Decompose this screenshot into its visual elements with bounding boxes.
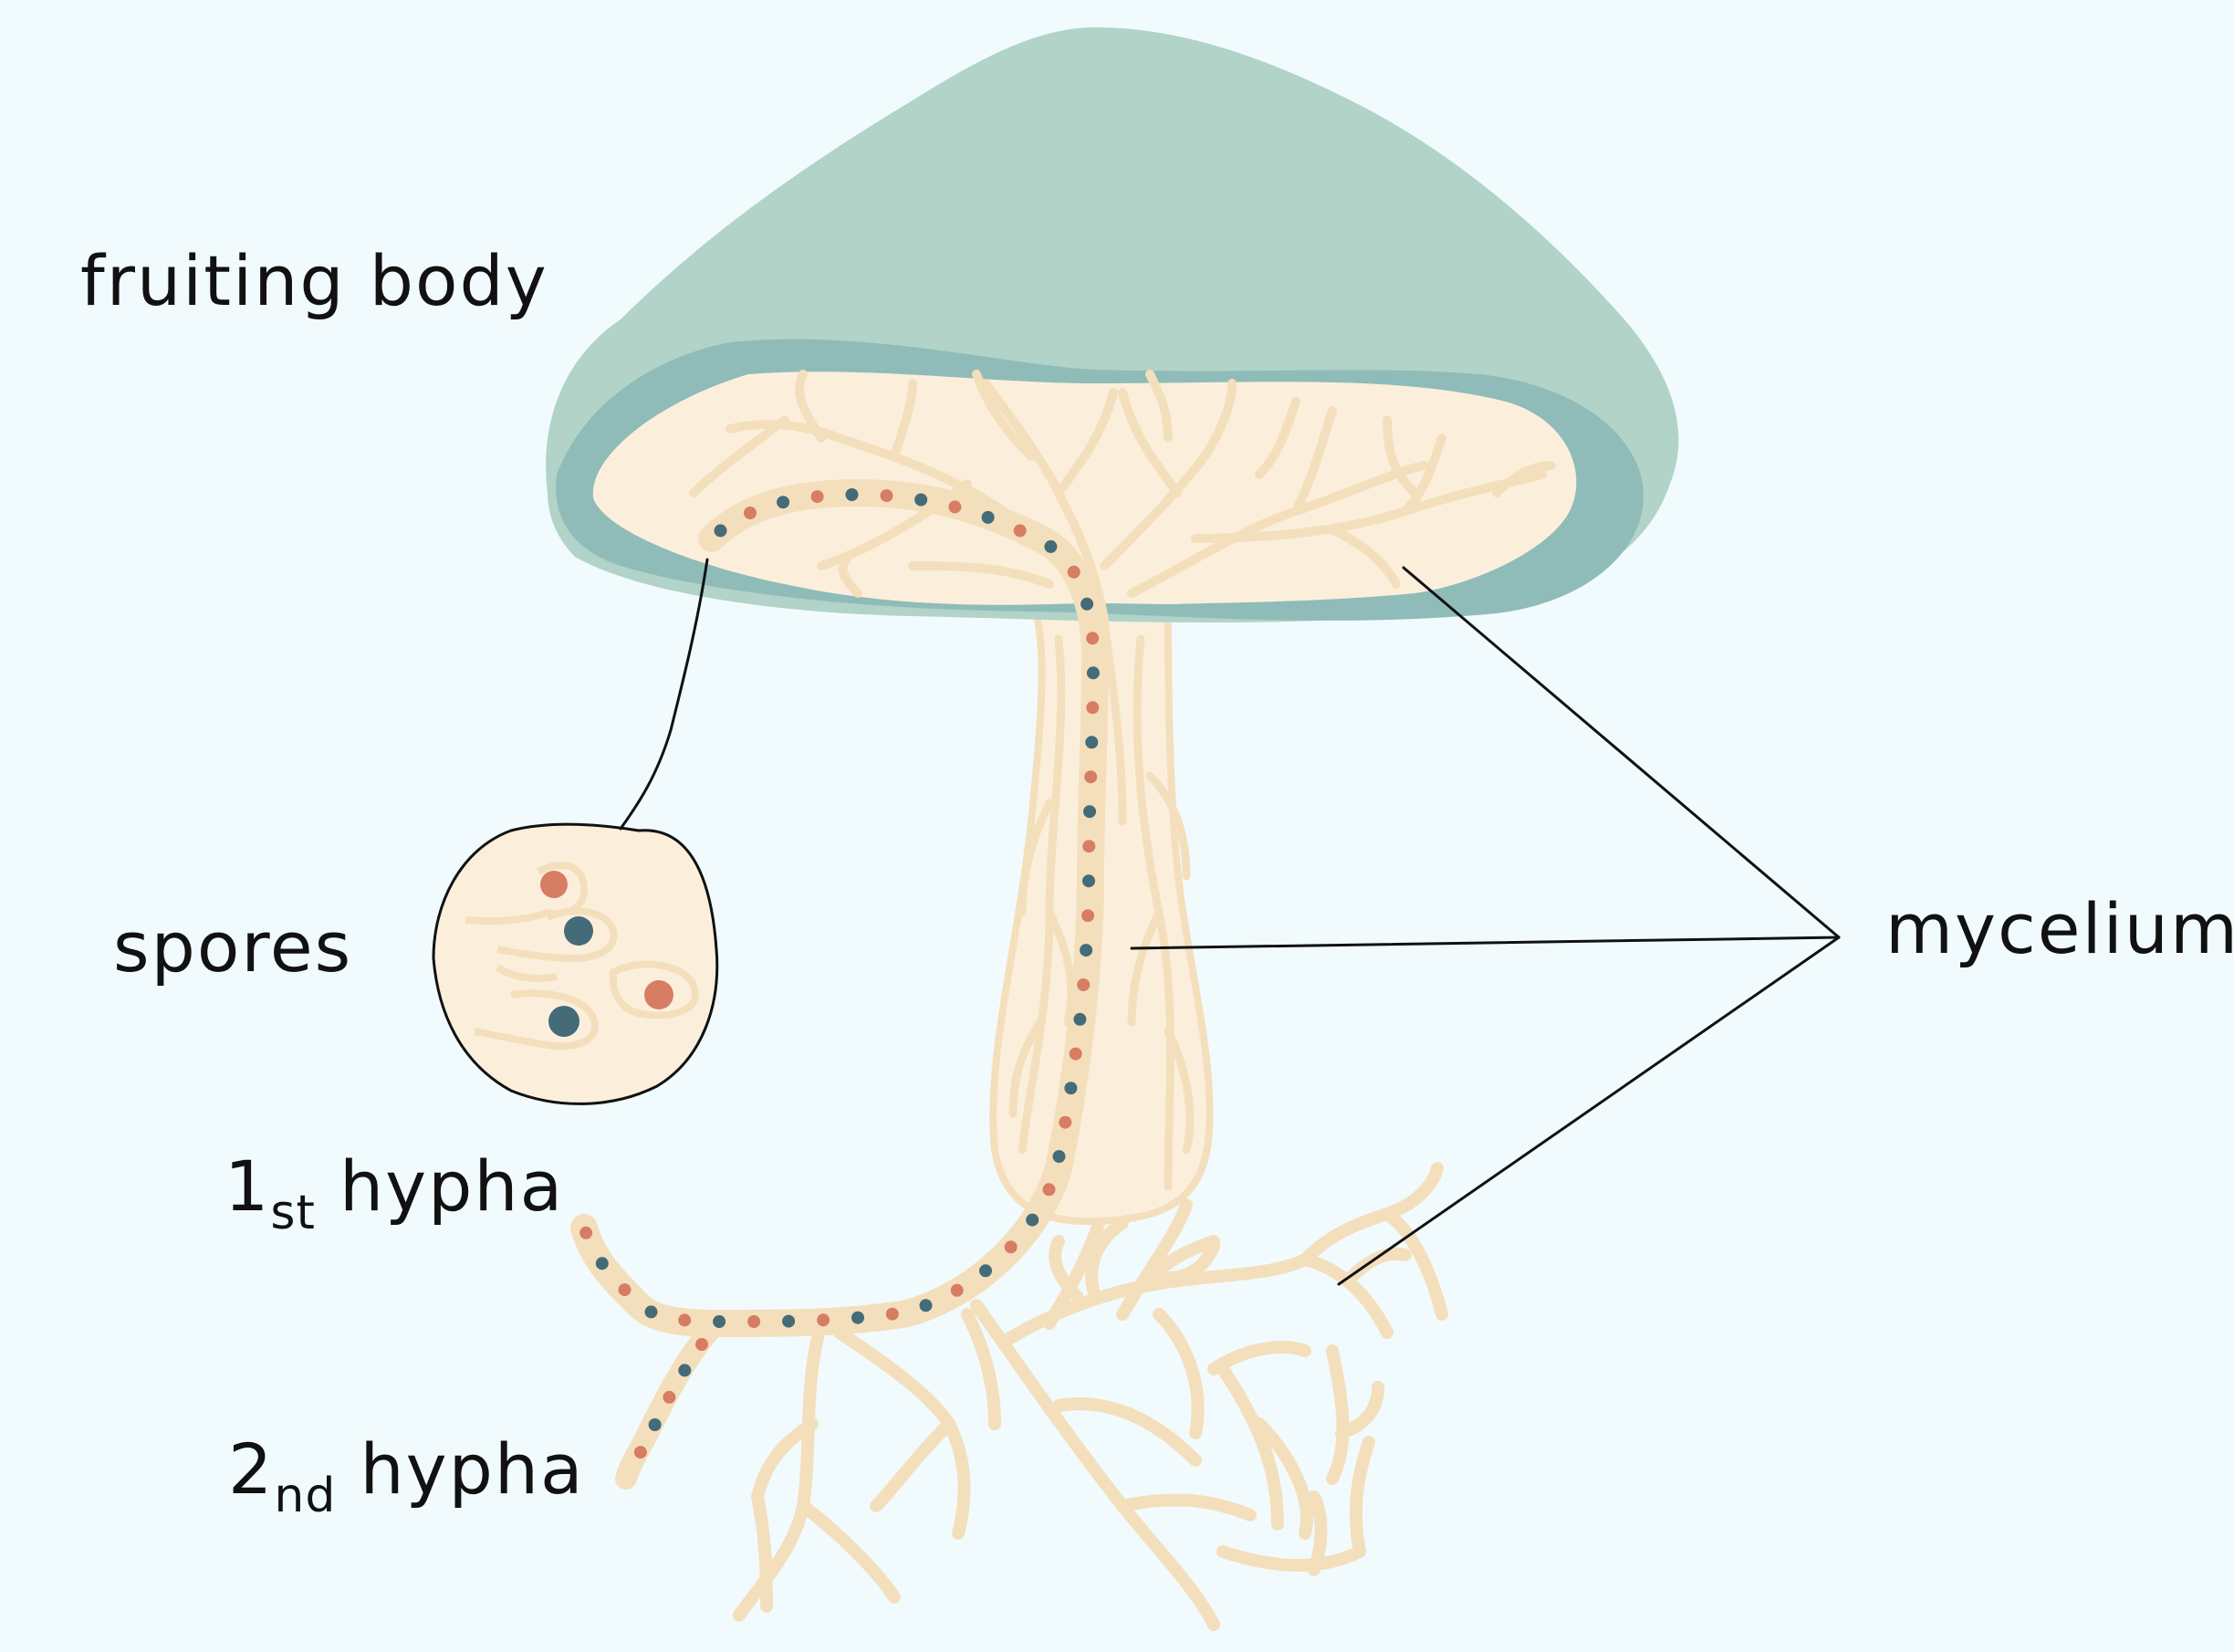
nucleus-dot [1064, 1082, 1078, 1095]
nucleus-dot [950, 1283, 964, 1297]
nucleus-dot [1080, 597, 1094, 611]
nucleus-dot [1042, 1183, 1056, 1197]
nucleus-dot [1073, 1012, 1087, 1026]
mycelium-leader-cap [1402, 566, 1841, 939]
nucleus-dot [981, 510, 995, 524]
nucleus-dot [1069, 1047, 1082, 1061]
first-hypha-number: 1 [224, 1145, 271, 1227]
nucleus-dot [695, 1338, 708, 1351]
nucleus-dot [595, 1257, 609, 1270]
nucleus-dot [1082, 874, 1095, 888]
fruiting-body-label: fruiting body [80, 240, 548, 321]
nucleus-dot [714, 524, 727, 538]
spores-leader [619, 558, 709, 831]
nucleus-dot [678, 1313, 692, 1327]
nucleus-dot [678, 1364, 692, 1377]
nucleus-dot [648, 1418, 662, 1431]
nucleus-dot [1013, 524, 1027, 538]
cap-veins [689, 370, 1556, 625]
nucleus-dot [1085, 736, 1099, 749]
nucleus-dot [579, 1226, 593, 1239]
second-hypha-ordinal: nd [274, 1469, 337, 1523]
nucleus-dot [885, 1307, 899, 1321]
first-hypha-word: hypha [339, 1145, 565, 1227]
nucleus-dot [1082, 840, 1096, 853]
nucleus-dot [782, 1314, 796, 1328]
nucleus-dot [663, 1390, 676, 1404]
nucleus-dot [851, 1311, 864, 1324]
nucleus-dot [919, 1299, 933, 1312]
spore-orange-2 [644, 980, 673, 1009]
nucleus-dot [1052, 1150, 1066, 1164]
spore-teal-1 [564, 916, 593, 946]
nucleus-dot [618, 1283, 632, 1297]
nucleus-dot [1081, 909, 1095, 923]
nucleus-dot [1086, 666, 1100, 680]
nucleus-dot [817, 1313, 830, 1327]
second-hypha-word: hypha [360, 1428, 585, 1510]
nucleus-dot [1004, 1240, 1018, 1254]
second-hypha-label: 2nd hypha [228, 1435, 585, 1523]
leader-lines [619, 558, 1841, 1286]
spores-label: spores [113, 906, 353, 988]
mycelium-label: mycelium [1885, 888, 2234, 969]
nucleus-dot [914, 493, 928, 507]
mycelium-roots [733, 1162, 1448, 1631]
nucleus-dot [979, 1264, 992, 1278]
nucleus-dot [713, 1315, 726, 1328]
nucleus-dot [810, 490, 824, 504]
nuclei-dots [579, 488, 1100, 1459]
nucleus-dot [948, 500, 962, 514]
nucleus-dot [1086, 701, 1100, 715]
second-hypha-number: 2 [228, 1428, 275, 1510]
nucleus-dot [1026, 1213, 1039, 1227]
nucleus-dot [880, 489, 893, 503]
nucleus-dot [1086, 632, 1100, 645]
nucleus-dot [633, 1446, 647, 1459]
nucleus-dot [1059, 1115, 1072, 1129]
mycelium-leader-roots [1337, 936, 1841, 1286]
nucleus-dot [1044, 539, 1058, 553]
spore-teal-2 [548, 1006, 579, 1037]
stem-veins [1008, 616, 1195, 1191]
nucleus-dot [744, 507, 757, 519]
spore-orange-1 [540, 871, 568, 898]
nucleus-dot [644, 1305, 658, 1319]
nucleus-dot [1077, 978, 1091, 991]
nucleus-dot [777, 496, 790, 509]
first-hypha-ordinal: st [270, 1186, 316, 1240]
nucleus-dot [747, 1315, 761, 1328]
nucleus-dot [1084, 770, 1098, 784]
mycelium-leader-stem [1130, 936, 1841, 950]
nucleus-dot [1067, 565, 1080, 579]
first-hypha-label: 1st hypha [224, 1152, 564, 1240]
nucleus-dot [1083, 805, 1096, 819]
spores-magnifier [432, 822, 719, 1105]
nucleus-dot [845, 488, 859, 501]
nucleus-dot [1080, 944, 1093, 957]
